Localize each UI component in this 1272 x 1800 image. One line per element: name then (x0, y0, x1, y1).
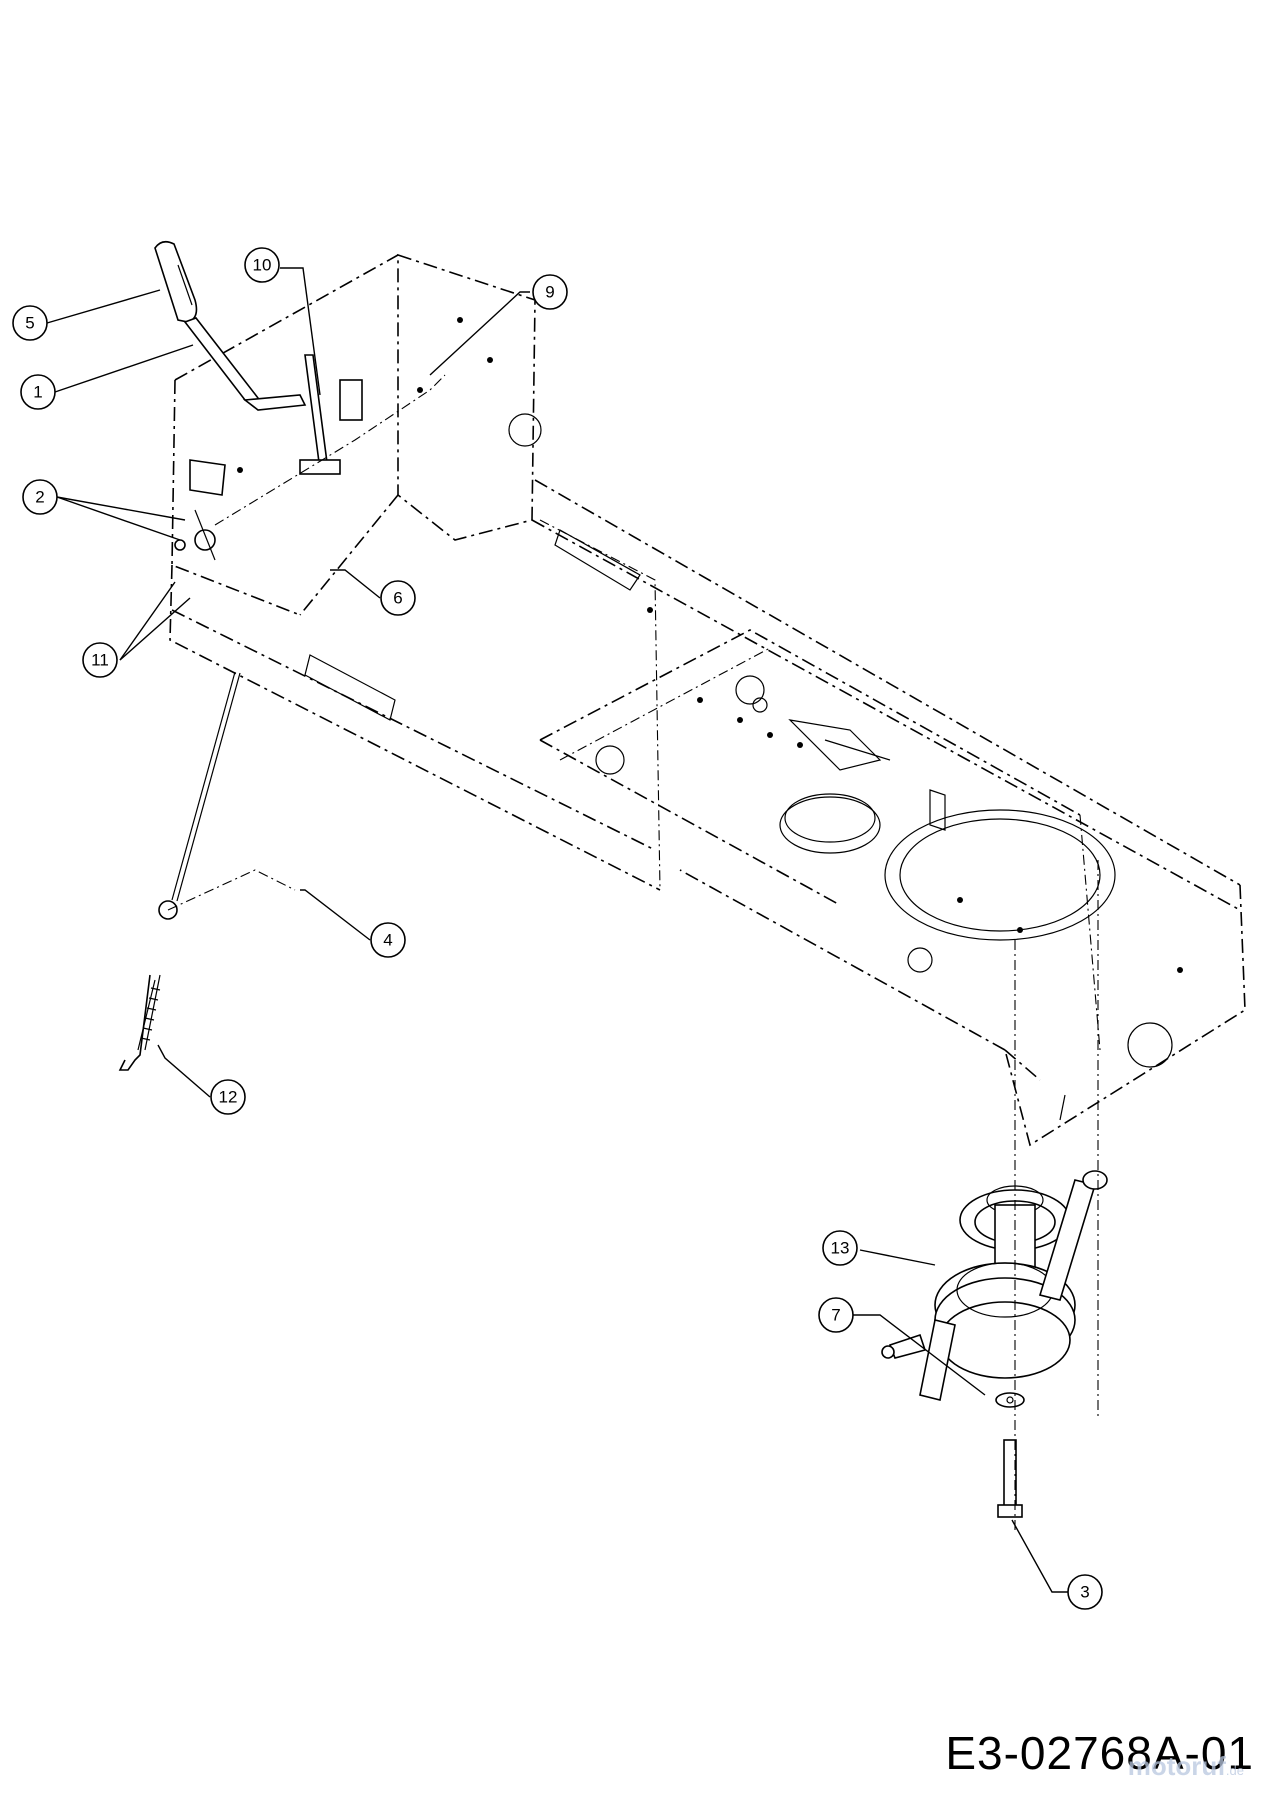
rod-and-spring (118, 671, 241, 1071)
callout-6: 6 (380, 580, 416, 616)
callout-13: 13 (822, 1230, 858, 1266)
callout-10-label: 10 (253, 256, 272, 275)
assembly-lines (167, 374, 446, 911)
lever-assembly (154, 240, 363, 561)
deck-features (237, 317, 1183, 1121)
callout-2-label: 2 (35, 488, 44, 507)
callout-13-label: 13 (831, 1239, 850, 1258)
callout-12-label: 12 (219, 1088, 238, 1107)
callout-1-label: 1 (33, 383, 42, 402)
callout-5: 5 (12, 305, 48, 341)
callout-5-label: 5 (25, 314, 34, 333)
callout-3-label: 3 (1080, 1583, 1089, 1602)
callout-9: 9 (532, 274, 568, 310)
watermark-logo: motoruf.de (1128, 1751, 1244, 1782)
callout-6-label: 6 (393, 589, 402, 608)
callout-3: 3 (1067, 1574, 1103, 1610)
chassis-frame (169, 253, 1246, 1147)
callout-7: 7 (818, 1297, 854, 1333)
callout-9-label: 9 (545, 283, 554, 302)
callout-leaders (46, 267, 1068, 1593)
callout-12: 12 (210, 1079, 246, 1115)
callout-10: 10 (244, 247, 280, 283)
callout-2: 2 (22, 479, 58, 515)
callout-7-label: 7 (831, 1306, 840, 1325)
callout-11: 11 (82, 642, 118, 678)
drawing-number: E3-02768A-01 (945, 1727, 1254, 1779)
pulley-assembly (881, 860, 1108, 1530)
watermark-suffix: .de (1225, 1763, 1244, 1778)
callout-4-label: 4 (383, 931, 392, 950)
callout-11-label: 11 (91, 651, 109, 670)
callout-1: 1 (20, 374, 56, 410)
callout-4: 4 (370, 922, 406, 958)
watermark-text: motoruf (1127, 1751, 1226, 1781)
